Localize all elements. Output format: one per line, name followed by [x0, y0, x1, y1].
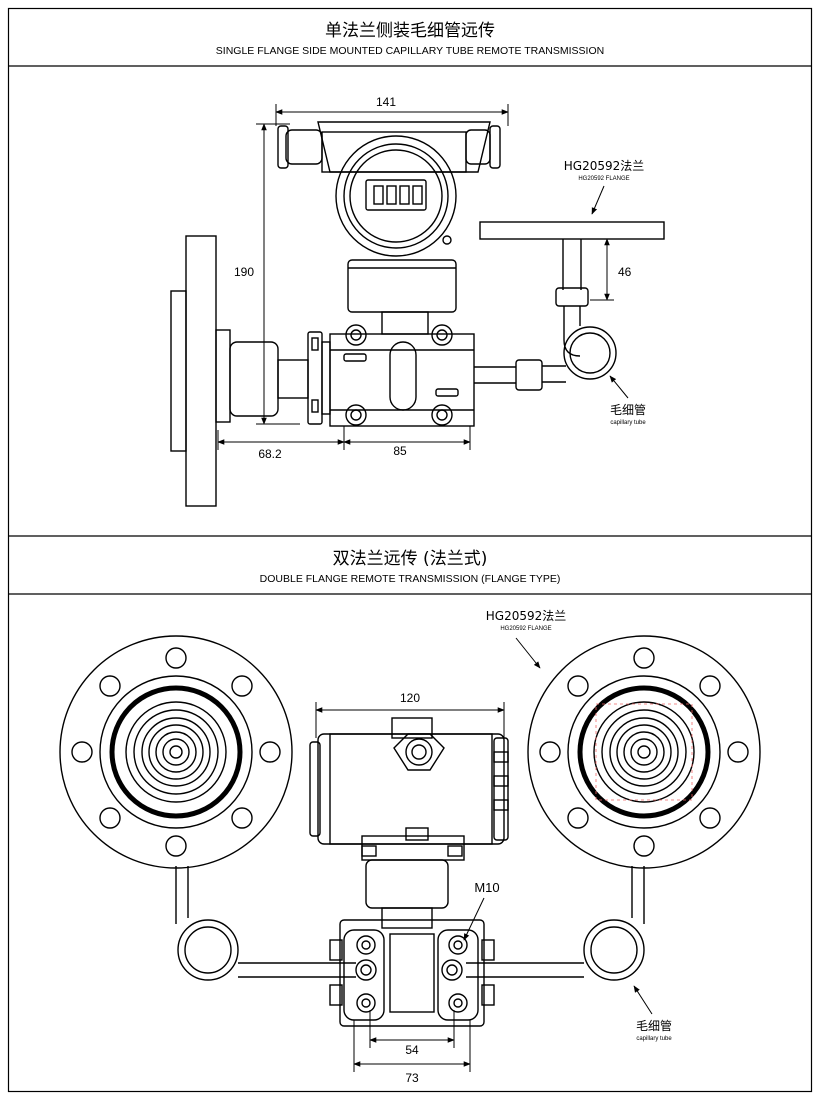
left-flange [59, 635, 293, 869]
capillary-label-en: capillary tube [610, 420, 646, 426]
section1-title-en: SINGLE FLANGE SIDE MOUNTED CAPILLARY TUB… [216, 45, 604, 57]
outer-frame [7, 7, 813, 1093]
capillary-nut-side [515, 359, 543, 391]
dim-46: 46 [618, 265, 632, 279]
flange-label-2: HG20592法兰 [486, 609, 567, 623]
process-fitting-right [441, 959, 463, 981]
side-flange-raised-face [170, 290, 187, 452]
section2-dimensions [315, 637, 653, 1072]
neck-upper [347, 259, 457, 313]
double-flange-drawing [59, 635, 761, 1027]
flange-label-2-en: HG20592 FLANGE [500, 626, 551, 632]
section1-dimensions [217, 104, 629, 450]
flange-label: HG20592法兰 [564, 159, 645, 173]
flange-bolt-hole [165, 647, 187, 669]
process-connector [307, 331, 323, 425]
dim-54: 54 [405, 1043, 419, 1057]
dim-68-2: 68.2 [258, 447, 282, 461]
m10-label: M10 [474, 880, 499, 895]
dim-73: 73 [405, 1071, 419, 1085]
right-flange [527, 635, 761, 869]
process-fitting-left [355, 959, 377, 981]
capillary-label: 毛细管 [610, 402, 646, 417]
lcd-window [365, 179, 427, 211]
m10-bolt [356, 935, 376, 955]
single-flange-drawing [170, 121, 665, 507]
section1-title-cn: 单法兰侧装毛细管远传 [325, 21, 495, 41]
neck-lower [381, 311, 429, 335]
capillary-label-2: 毛细管 [636, 1018, 672, 1033]
flange-label-en: HG20592 FLANGE [578, 176, 629, 182]
body-bolt [345, 404, 367, 426]
flange-bar [479, 221, 665, 240]
dim-85: 85 [393, 444, 407, 458]
extension-tube [277, 359, 309, 399]
capillary-nut-top [555, 287, 589, 307]
dim-190: 190 [234, 265, 254, 279]
left-capillary [175, 866, 189, 924]
neck [365, 859, 449, 909]
right-capillary [631, 866, 645, 924]
body-bolt [431, 324, 453, 346]
capillary-coil [563, 326, 617, 380]
display-cover [335, 135, 457, 257]
section2-title-cn: 双法兰远传 (法兰式) [333, 549, 488, 569]
dim-141: 141 [376, 95, 396, 109]
sensor-slot [389, 341, 417, 411]
section2-title-en: DOUBLE FLANGE REMOTE TRANSMISSION (FLANG… [260, 573, 561, 585]
side-flange-plate [185, 235, 217, 507]
capillary-label-2-en: capillary tube [636, 1036, 672, 1042]
cable-gland [391, 717, 433, 739]
ground-screw [442, 235, 452, 245]
dim-120: 120 [400, 691, 420, 705]
body-bolt [431, 404, 453, 426]
side-flange-neck [215, 329, 231, 423]
body-bolt [345, 324, 367, 346]
diaphragm-housing [229, 341, 279, 417]
sensor-block [339, 919, 485, 1027]
